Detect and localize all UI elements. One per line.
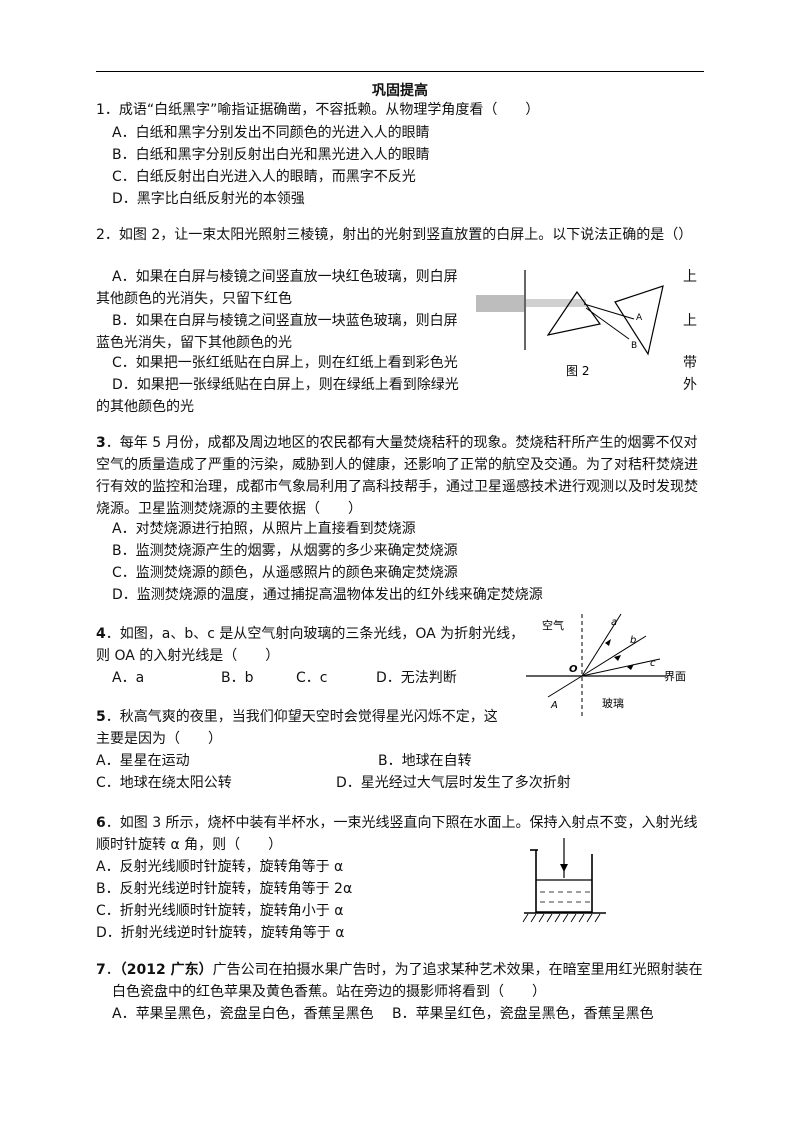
q4-option-b: B．b — [221, 670, 254, 686]
q3-line3: 行有效的监控和治理，成都市气象局利用了高科技帮手，通过卫星遥感技术进行观测以及时… — [96, 479, 698, 495]
q4-option-a: A．a — [112, 670, 145, 686]
q5-line2: 主要是因为（ ） — [96, 731, 222, 747]
label-interface: 界面 — [664, 670, 686, 683]
ray-oa — [547, 675, 583, 698]
label-A: A — [550, 700, 558, 711]
q5-option-d: D．星光经过大气层时发生了多次折射 — [336, 775, 571, 791]
ray-c — [581, 658, 661, 677]
q2-wrap-char-1: 上 — [683, 269, 697, 285]
q2-option-b-line2: 蓝色光消失，留下其他颜色的光 — [96, 335, 292, 351]
q5-option-b: B．地球在自转 — [378, 753, 472, 769]
q7-text: 广告公司在拍摄水果广告时，为了追求某种艺术效果，在暗室里用红光照射装在 — [212, 962, 703, 978]
label-b: b — [630, 635, 636, 646]
q6-option-c: C．折射光线顺时针旋转，旋转角小于 α — [96, 903, 344, 919]
q3-line4: 烧源。卫星监测焚烧源的主要依据（ ） — [96, 501, 362, 517]
q3-number: 3 — [96, 435, 106, 451]
fig2-label-a: A — [636, 313, 643, 323]
q2-wrap-char-4: 外 — [683, 377, 697, 393]
q5-line1: 5．秋高气爽的夜里，当我们仰望天空时会觉得星光闪烁不定，这 — [96, 707, 498, 727]
ray-lower — [585, 307, 630, 340]
label-glass: 玻璃 — [602, 696, 624, 710]
prism-right — [614, 285, 664, 356]
light-beam — [526, 299, 586, 307]
fig2-caption: 图 2 — [566, 364, 589, 378]
q3-option-a: A．对焚烧源进行拍照，从照片上直接看到焚烧源 — [112, 521, 416, 537]
q3-option-c: C．监测焚烧源的颜色，从遥感照片的颜色来确定焚烧源 — [112, 565, 458, 581]
q2-option-a-line2: 其他颜色的光消失，只留下红色 — [96, 291, 292, 307]
q1-stem: 1．成语“白纸黑字”喻指证据确凿，不容抵赖。从物理学角度看（ ） — [96, 102, 540, 118]
q4-number: 4 — [96, 626, 106, 642]
page-title: 巩固提高 — [372, 83, 428, 99]
q3-text: ．每年 5 月份，成都及周边地区的农民都有大量焚烧秸秆的现象。焚烧秸秆所产生的烟… — [105, 435, 698, 451]
q6-text: ．如图 3 所示，烧杯中装有半杯水，一束光线竖直向下照在水面上。保持入射点不变，… — [105, 815, 698, 831]
q7-line2: 白色瓷盘中的红色苹果及黄色香蕉。站在旁边的摄影师将看到（ ） — [112, 984, 546, 1000]
q6-option-a: A．反射光线顺时针旋转，旋转角等于 α — [96, 859, 344, 875]
ray-b — [581, 635, 647, 677]
arrow-c — [627, 664, 634, 670]
ground-hatch — [522, 913, 601, 923]
q5-option-c: C．地球在绕太阳公转 — [96, 775, 232, 791]
light-source-bar — [476, 295, 524, 312]
q6-beaker-figure — [522, 838, 606, 923]
q4-option-d: D．无法判断 — [376, 670, 457, 686]
q1-option-a: A．白纸和黑字分别发出不同颜色的光进入人的眼睛 — [112, 125, 430, 141]
q2-option-b-line1: B．如果在白屏与棱镜之间竖直放一块蓝色玻璃，则白屏 — [112, 313, 458, 329]
q7-option-b: B．苹果呈红色，瓷盘呈黑色，香蕉呈黑色 — [392, 1006, 654, 1022]
label-c: c — [650, 658, 656, 669]
q2-option-d-line2: 的其他颜色的光 — [96, 399, 194, 415]
q6-line1: 6．如图 3 所示，烧杯中装有半杯水，一束光线竖直向下照在水面上。保持入射点不变… — [96, 813, 698, 833]
beaker-outline — [535, 850, 593, 913]
q4-refraction-figure: 空气 a b c O 界面 A 玻璃 — [526, 613, 686, 718]
q7-dot: ． — [105, 962, 120, 978]
q6-line2: 顺时针旋转 α 角，则（ ） — [96, 837, 283, 853]
q2-wrap-char-2: 上 — [683, 313, 697, 329]
label-air: 空气 — [542, 618, 564, 632]
q4-text: ．如图，a、b、c 是从空气射向玻璃的三条光线，OA 为折射光线， — [105, 626, 525, 642]
q5-number: 5 — [96, 709, 106, 725]
q4-option-c: C．c — [296, 670, 328, 686]
q6-option-d: D．折射光线逆时针旋转，旋转角等于 α — [96, 925, 345, 941]
arrow-b — [614, 655, 621, 661]
q1-option-d: D．黑字比白纸反射光的本领强 — [112, 191, 305, 207]
q7-number: 7 — [96, 962, 106, 978]
q3-option-d: D．监测焚烧源的温度，通过捕捉高温物体发出的红外线来确定焚烧源 — [112, 587, 543, 603]
q3-line1: 3．每年 5 月份，成都及周边地区的农民都有大量焚烧秸秆的现象。焚烧秸秆所产生的… — [96, 433, 698, 453]
q7-source: （2012 广东） — [119, 962, 213, 978]
ray-upper — [583, 303, 635, 320]
q2-wrap-char-3: 带 — [683, 355, 697, 371]
q7-line1: 7．（2012 广东）广告公司在拍摄水果广告时，为了追求某种艺术效果，在暗室里用… — [96, 960, 703, 980]
prism-left — [546, 290, 602, 336]
q2-option-a-line1: A．如果在白屏与棱镜之间竖直放一块红色玻璃，则白屏 — [112, 269, 458, 285]
incident-arrow — [560, 864, 568, 872]
q2-option-c-line1: C．如果把一张红纸贴在白屏上，则在红纸上看到彩色光 — [112, 355, 458, 371]
q3-line2: 空气的质量造成了严重的污染，威胁到人的健康，还影响了正常的航空及交通。为了对秸秆… — [96, 457, 698, 473]
q2-option-d-line1: D．如果把一张绿纸贴在白屏上，则在绿纸上看到除绿光 — [112, 377, 459, 393]
ray-a — [581, 613, 622, 677]
q6-option-b: B．反射光线逆时针旋转，旋转角等于 2α — [96, 881, 353, 897]
q5-option-a: A．星星在运动 — [96, 753, 190, 769]
q6-number: 6 — [96, 815, 106, 831]
q2-prism-figure: A B 图 2 — [476, 270, 664, 378]
q4-line2: 则 OA 的入射光线是（ ） — [96, 648, 280, 664]
q2-stem: 2．如图 2，让一束太阳光照射三棱镜，射出的光射到竖直放置的白屏上。以下说法正确… — [96, 227, 693, 243]
q5-text: ．秋高气爽的夜里，当我们仰望天空时会觉得星光闪烁不定，这 — [105, 709, 498, 725]
q1-option-b: B．白纸和黑字分别反射出白光和黑光进入人的眼睛 — [112, 147, 430, 163]
q7-option-a: A．苹果呈黑色，瓷盘呈白色，香蕉呈黑色 — [112, 1006, 374, 1022]
q4-line1: 4．如图，a、b、c 是从空气射向玻璃的三条光线，OA 为折射光线， — [96, 624, 524, 644]
header-rule — [96, 71, 704, 72]
label-o: O — [569, 664, 578, 675]
label-a: a — [611, 617, 617, 628]
q1-option-c: C．白纸反射出白光进入人的眼睛，而黑字不反光 — [112, 169, 416, 185]
arrow-a — [605, 639, 611, 646]
fig2-label-b: B — [631, 341, 637, 351]
q3-option-b: B．监测焚烧源产生的烟雾，从烟雾的多少来确定焚烧源 — [112, 543, 458, 559]
